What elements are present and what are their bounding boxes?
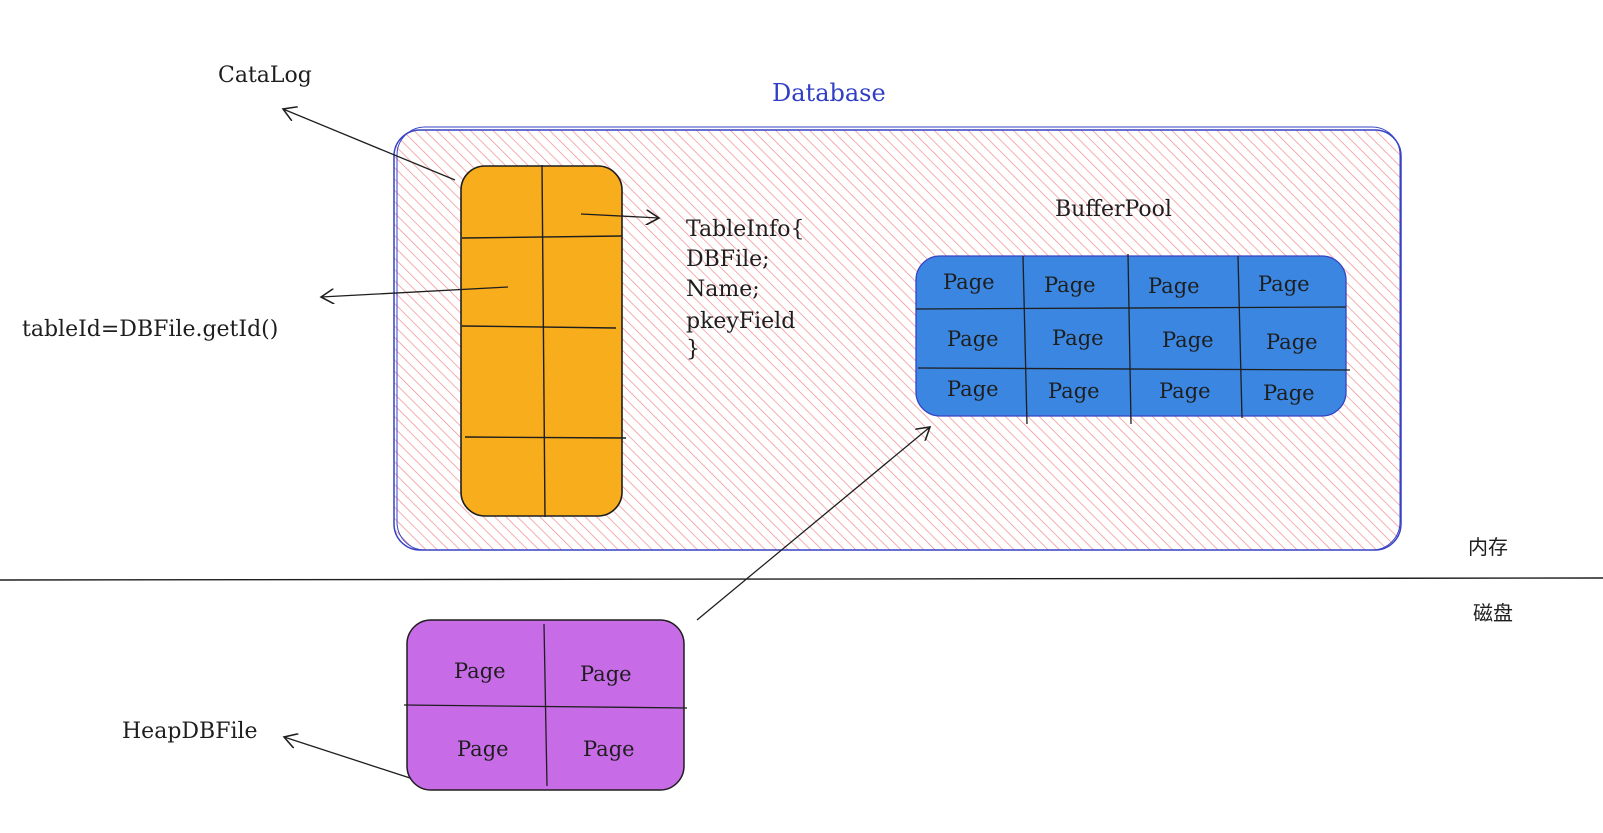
page-cell: Page bbox=[947, 327, 999, 351]
table-info-line: DBFile; bbox=[686, 247, 770, 272]
page-cell: Page bbox=[1162, 328, 1214, 352]
page-cell: Page bbox=[943, 270, 995, 294]
table-id-label: tableId=DBFile.getId() bbox=[22, 317, 278, 342]
catalog-table bbox=[460, 164, 627, 518]
page-cell: Page bbox=[1148, 274, 1200, 298]
disk-label: 磁盘 bbox=[1473, 601, 1513, 625]
load-to-buffer-pool-arrow bbox=[696, 427, 930, 621]
table-id-arrow bbox=[321, 286, 509, 297]
page-cell: Page bbox=[583, 737, 635, 761]
database-container bbox=[393, 126, 1402, 551]
catalog-label: CataLog bbox=[218, 63, 312, 88]
page-cell: Page bbox=[1052, 326, 1104, 350]
table-info-line: TableInfo{ bbox=[686, 217, 804, 242]
table-info-line: } bbox=[686, 337, 700, 362]
table-info-block: TableInfo{ DBFile; Name; pkeyField } bbox=[686, 217, 804, 362]
page-cell: Page bbox=[947, 377, 999, 401]
page-cell: Page bbox=[1044, 273, 1096, 297]
heap-db-file-grid: Page Page Page Page bbox=[403, 619, 688, 791]
page-cell: Page bbox=[1048, 379, 1100, 403]
page-cell: Page bbox=[1258, 272, 1310, 296]
buffer-pool-grid: Page Page Page Page Page Page Page Page … bbox=[915, 253, 1351, 425]
database-title: Database bbox=[772, 79, 886, 107]
memory-label: 内存 bbox=[1468, 535, 1508, 559]
heap-db-file-label: HeapDBFile bbox=[122, 719, 258, 744]
page-cell: Page bbox=[457, 737, 509, 761]
page-cell: Page bbox=[1263, 381, 1315, 405]
table-info-line: Name; bbox=[686, 277, 760, 302]
memory-disk-divider bbox=[0, 577, 1603, 581]
page-cell: Page bbox=[1159, 379, 1211, 403]
catalog-arrow bbox=[283, 109, 456, 181]
buffer-pool-label: BufferPool bbox=[1055, 197, 1172, 222]
table-info-line: pkeyField bbox=[686, 309, 795, 334]
page-cell: Page bbox=[580, 662, 632, 686]
heap-db-file-arrow bbox=[284, 737, 411, 779]
page-cell: Page bbox=[1266, 330, 1318, 354]
page-cell: Page bbox=[454, 659, 506, 683]
table-info-arrow bbox=[580, 214, 659, 218]
